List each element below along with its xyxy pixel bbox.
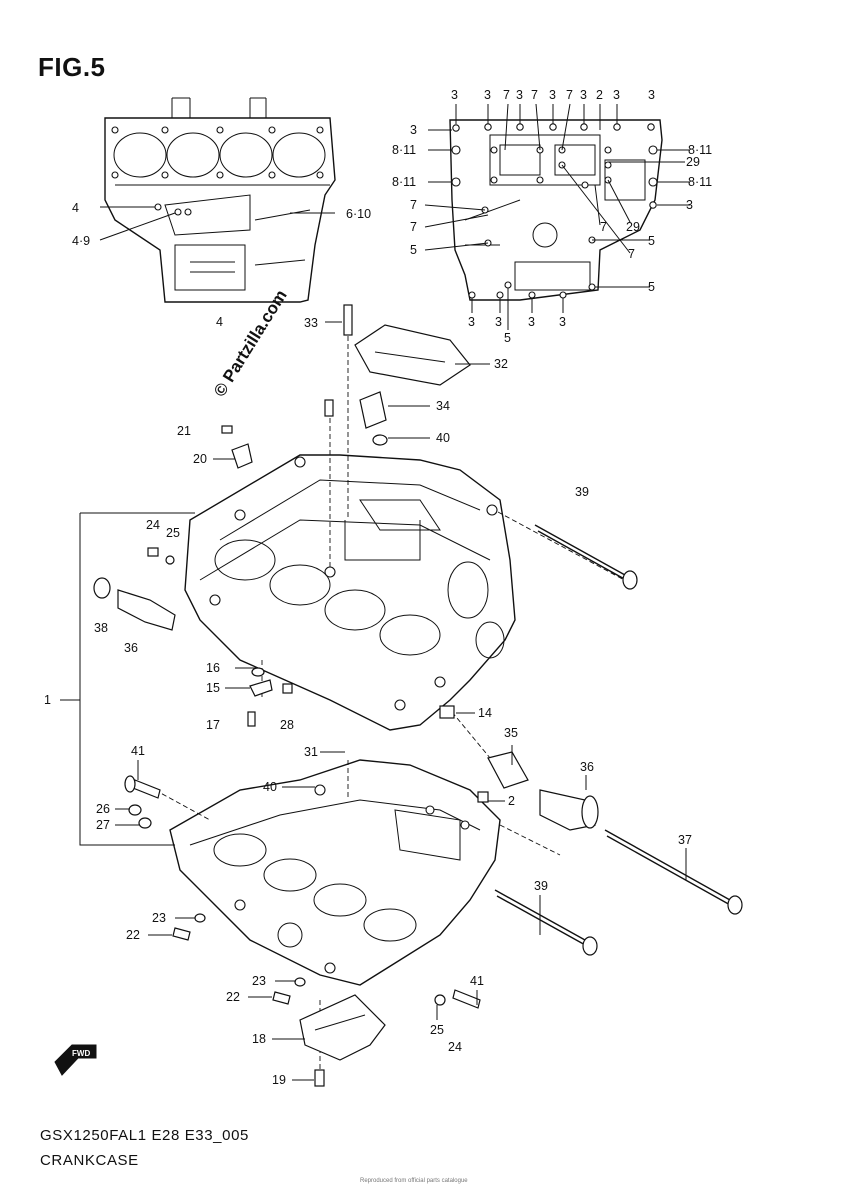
- callout: 3: [484, 88, 491, 102]
- lower-case-bolt-pattern-view: [424, 103, 690, 330]
- callout: 8·11: [392, 143, 416, 157]
- callout: 21: [177, 424, 191, 438]
- lower-crankcase-3d: [154, 759, 561, 1070]
- callout: 3: [516, 88, 523, 102]
- callout: 40: [436, 431, 450, 445]
- callout: 25: [166, 526, 180, 540]
- callout: 4·9: [72, 234, 90, 248]
- callout: 36: [580, 760, 594, 774]
- main-leader-lines: [115, 321, 687, 1081]
- callout: 5: [410, 243, 417, 257]
- callout: 15: [206, 681, 220, 695]
- callout: 22: [226, 990, 240, 1004]
- callout: 7: [628, 247, 635, 261]
- upper-crankcase-3d: [184, 320, 629, 771]
- callout: 16: [206, 661, 220, 675]
- callout: 7: [410, 220, 417, 234]
- callout: 2: [596, 88, 603, 102]
- callout: 3: [648, 88, 655, 102]
- callout: 33: [304, 316, 318, 330]
- figure-title: FIG.5: [38, 52, 106, 82]
- callout: 8·11: [688, 143, 712, 157]
- model-code: GSX1250FAL1 E28 E33_005: [40, 1127, 249, 1144]
- callout: 24: [146, 518, 160, 532]
- callout: 17: [206, 718, 220, 732]
- callout: 31: [304, 745, 318, 759]
- callouts-lower-case: 41 31 40 35 36 2 26 27 37 39 23 22 23 22…: [96, 726, 692, 1087]
- callout: 3: [580, 88, 587, 102]
- callout: 8·11: [688, 175, 712, 189]
- lower-left-bolts: [124, 775, 481, 1009]
- callout: 3: [451, 88, 458, 102]
- callout: 22: [126, 928, 140, 942]
- callout: 32: [494, 357, 508, 371]
- upper-long-bolt: [534, 524, 638, 590]
- callout: 23: [252, 974, 266, 988]
- callout: 7: [531, 88, 538, 102]
- fwd-arrow-icon: FWD: [54, 1044, 97, 1076]
- callout: 14: [478, 706, 492, 720]
- callout: 7: [503, 88, 510, 102]
- callout: 19: [272, 1073, 286, 1087]
- callout: 5: [504, 331, 511, 345]
- callout: 34: [436, 399, 450, 413]
- callout: 1: [44, 693, 51, 707]
- callout: 29: [686, 155, 700, 169]
- callout: 3: [686, 198, 693, 212]
- baffle-plate: [299, 994, 386, 1087]
- section-name: CRANKCASE: [40, 1152, 139, 1169]
- callout: 39: [575, 485, 589, 499]
- callout: 20: [193, 452, 207, 466]
- callout: 28: [280, 718, 294, 732]
- callouts-top-right-left: 3 8·11 8·11 7 7 5: [392, 123, 417, 257]
- callout: 41: [470, 974, 484, 988]
- callout: 5: [648, 280, 655, 294]
- callouts-top-right-row: 3 3 7 3 7 3 7 3 2 3 3: [451, 88, 655, 102]
- upper-case-side-view: [99, 97, 336, 303]
- callout: 4: [216, 315, 223, 329]
- callout: 37: [678, 833, 692, 847]
- callout: 29: [626, 220, 640, 234]
- callout: 4: [72, 201, 79, 215]
- callout: 3: [528, 315, 535, 329]
- callout: 39: [534, 879, 548, 893]
- callout: 36: [124, 641, 138, 655]
- callout: 3: [613, 88, 620, 102]
- callout: 5: [648, 234, 655, 248]
- breather-cover-parts: [221, 304, 471, 469]
- callout: 3: [410, 123, 417, 137]
- callout: 6·10: [346, 207, 371, 221]
- callout: 7: [410, 198, 417, 212]
- footer-fineprint: Reproduced from official parts catalogue: [360, 1178, 468, 1184]
- callout: 25: [430, 1023, 444, 1037]
- callout: 38: [94, 621, 108, 635]
- callouts-top-right-bottom: 3 3 5 3 3: [468, 315, 566, 345]
- left-side-fittings: [93, 547, 455, 727]
- callout: 3: [549, 88, 556, 102]
- callout: 27: [96, 818, 110, 832]
- callout: 24: [448, 1040, 462, 1054]
- callout: 3: [495, 315, 502, 329]
- callout: 41: [131, 744, 145, 758]
- fwd-label: FWD: [72, 1049, 90, 1058]
- callout: 7: [600, 220, 607, 234]
- callout: 3: [468, 315, 475, 329]
- item-1-bracket: [60, 512, 195, 846]
- callout: 40: [263, 780, 277, 794]
- callout: 26: [96, 802, 110, 816]
- callout: 23: [152, 911, 166, 925]
- callout: 18: [252, 1032, 266, 1046]
- callout: 35: [504, 726, 518, 740]
- callout: 3: [559, 315, 566, 329]
- callout: 7: [566, 88, 573, 102]
- callouts-upper-case: 33 32 34 21 40 20 39 24 25 38 36 16 15 1…: [44, 316, 589, 732]
- callouts-top-left: 4 4·9 6·10 4: [72, 201, 371, 329]
- lower-right-fittings: [477, 751, 743, 956]
- callouts-top-right-right: 8·11 29 8·11 3 29 7 5 7 5: [600, 143, 712, 294]
- callout: 2: [508, 794, 515, 808]
- callout: 8·11: [392, 175, 416, 189]
